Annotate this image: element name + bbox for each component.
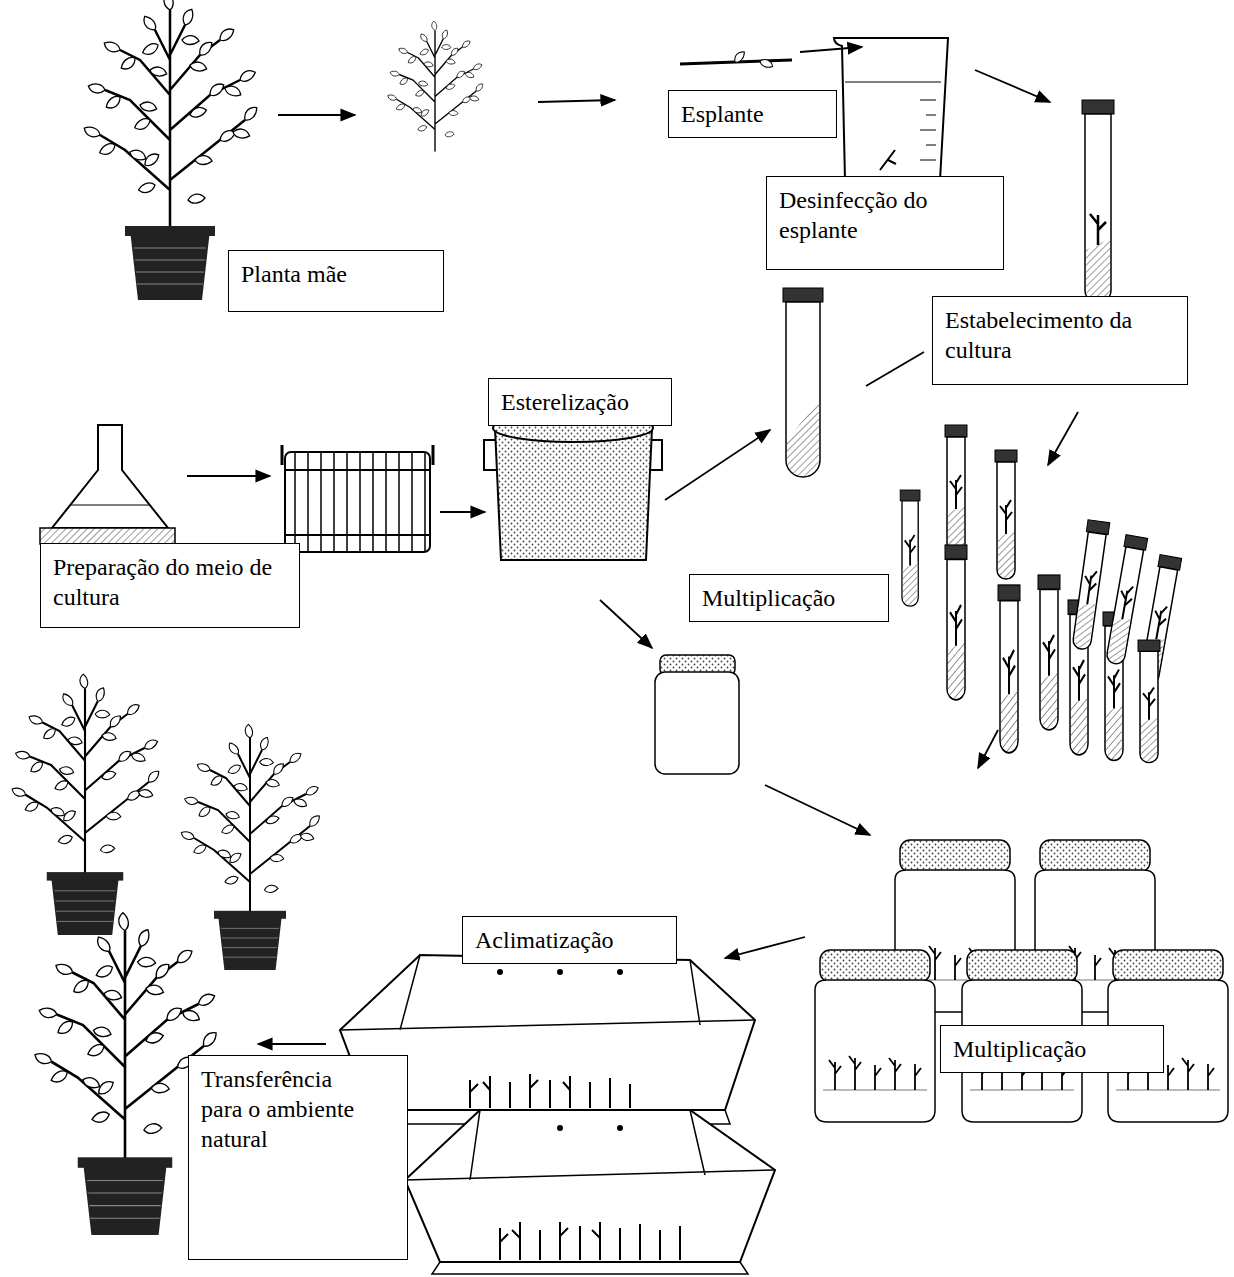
transferred-plants (180, 724, 322, 914)
multiplication-tubes (1138, 640, 1160, 763)
beaker (845, 82, 941, 83)
acclimatization-chambers (500, 1222, 680, 1260)
acclimatization-chambers (557, 969, 563, 975)
multiplication-tubes (945, 545, 967, 700)
autoclave (484, 408, 662, 560)
flow-arrows (975, 70, 1050, 102)
tube-rack (282, 445, 433, 465)
tube-rack (285, 470, 430, 535)
stage-label-box: Multiplicação (940, 1025, 1164, 1073)
multiplication-tubes (998, 585, 1020, 753)
flow-arrows (978, 730, 998, 768)
multiplication-tubes (945, 425, 967, 554)
stage-label: Aclimatização (475, 925, 664, 955)
transferred-plants (47, 872, 124, 935)
flow-arrows (600, 600, 652, 648)
medium-tube (783, 288, 823, 477)
cutting-plant (387, 21, 485, 151)
flow-arrows (1048, 412, 1078, 465)
flow-arrows (187, 475, 270, 477)
multiplication-tubes (995, 450, 1017, 579)
culture-tube (1082, 100, 1114, 114)
transferred-plants (180, 724, 322, 970)
stage-label: Esplante (681, 99, 824, 129)
explant-twig (680, 50, 792, 70)
stage-label: Estabelecimento da cultura (945, 305, 1175, 365)
explant-twig (732, 50, 747, 64)
stage-label-box: Transferência para o ambiente natural (188, 1055, 408, 1260)
stage-label-box: Estabelecimento da cultura (932, 296, 1188, 385)
autoclave (484, 440, 662, 470)
transferred-plants (10, 674, 161, 935)
beaker (920, 100, 936, 160)
stage-label: Desinfecção do esplante (779, 185, 991, 245)
acclimatization-chambers (617, 969, 623, 975)
stage-label-box: Esplante (668, 90, 837, 138)
multiplication-tubes (900, 490, 920, 606)
medium-tube (786, 302, 820, 477)
transferred-plants (214, 911, 286, 970)
medium-tube (783, 288, 823, 302)
flow-arrows (866, 352, 924, 386)
flow-arrows (278, 114, 355, 116)
beaker (834, 38, 948, 188)
stage-label-box: Desinfecção do esplante (766, 176, 1004, 270)
acclimatization-chambers (405, 1110, 775, 1274)
flow-arrows (187, 47, 1078, 1044)
beaker (834, 38, 948, 188)
tube-rack (285, 452, 430, 552)
stage-label: Preparação do meio de cultura (53, 552, 287, 612)
culture-jars (815, 950, 935, 1122)
medium-jar (655, 672, 739, 774)
acclimatization-chambers (617, 1125, 623, 1131)
stage-label: Multiplicação (953, 1034, 1151, 1064)
mother-plant (125, 226, 215, 300)
mother-plant (82, 0, 260, 230)
culture-tube (1082, 100, 1114, 303)
erlenmeyer-flask (52, 425, 168, 528)
culture-jars (815, 840, 1228, 1122)
stage-label-box: Esterelização (488, 378, 672, 426)
transferred-plants (78, 1157, 173, 1235)
flow-arrows (538, 100, 615, 102)
transferred-plants (10, 674, 161, 875)
stage-label-box: Aclimatização (462, 916, 677, 964)
acclimatization-chambers (470, 1074, 630, 1108)
stage-label: Transferência para o ambiente natural (201, 1064, 361, 1154)
multiplication-tubes (1038, 575, 1060, 730)
flow-arrows (765, 785, 870, 835)
culture-tube (1090, 214, 1106, 245)
medium-tube (787, 400, 819, 476)
flow-arrows (725, 937, 805, 958)
flow-arrows (440, 511, 485, 513)
flow-arrows (800, 47, 862, 52)
autoclave (495, 428, 652, 560)
cutting-plant (387, 21, 485, 151)
erlenmeyer-flask (40, 425, 175, 544)
acclimatization-chambers (557, 1125, 563, 1131)
flow-arrows (258, 1043, 326, 1045)
stage-label: Multiplicação (702, 583, 876, 613)
flow-arrows (665, 430, 770, 500)
multiplication-tubes (1070, 520, 1110, 651)
acclimatization-chambers (405, 1110, 775, 1262)
stage-label-box: Multiplicação (689, 574, 889, 622)
medium-jar (655, 655, 739, 774)
erlenmeyer-flask (70, 505, 150, 506)
explant-twig (759, 57, 774, 70)
stage-label-box: Preparação do meio de cultura (40, 543, 300, 628)
tube-rack (282, 445, 433, 552)
stage-label-box: Planta mãe (228, 250, 444, 312)
culture-tube (1086, 238, 1110, 302)
beaker (880, 150, 896, 170)
culture-tube (1085, 114, 1111, 303)
erlenmeyer-flask (40, 528, 175, 544)
tube-rack (295, 452, 425, 552)
stage-label: Planta mãe (241, 259, 431, 289)
multiplication-tubes (900, 425, 1181, 763)
stage-label: Esterelização (501, 387, 659, 417)
acclimatization-chambers (497, 969, 503, 975)
